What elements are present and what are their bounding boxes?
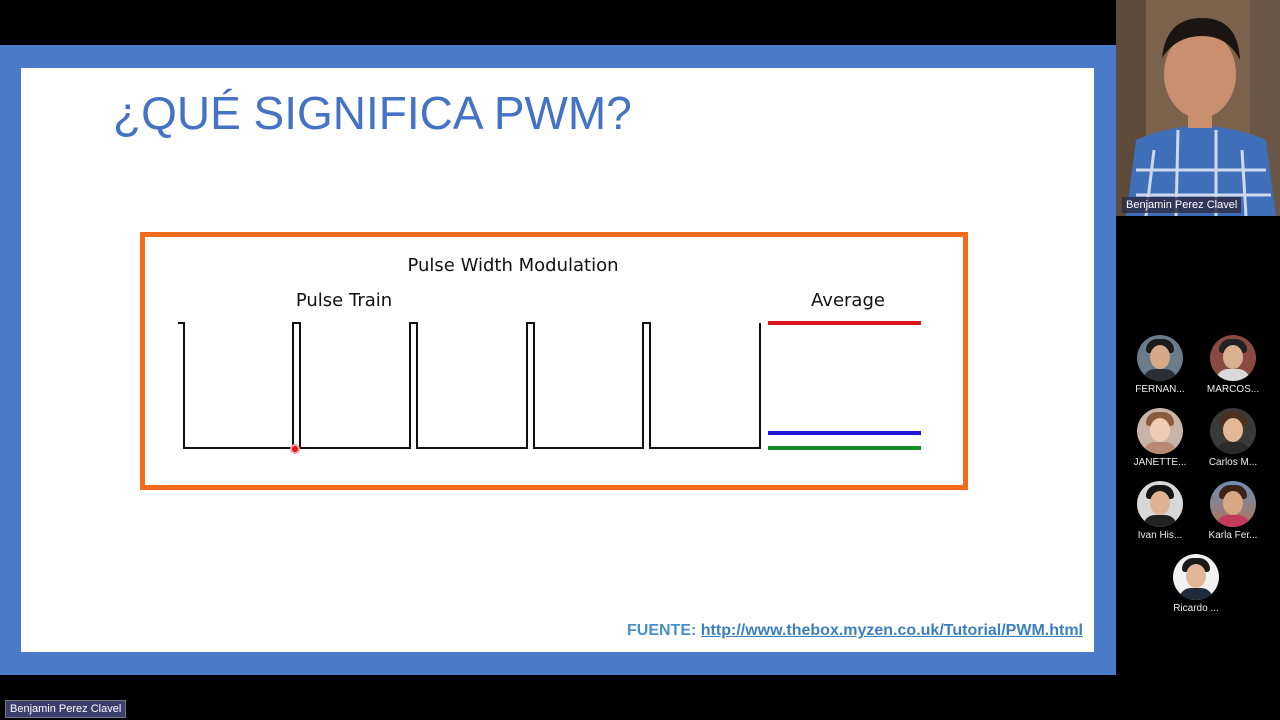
- speaker-video-tile[interactable]: Benjamin Perez Clavel: [1116, 0, 1280, 216]
- participant-name: Ivan His...: [1137, 530, 1183, 541]
- participant-name: Ricardo ...: [1173, 603, 1219, 614]
- laser-pointer-dot: [290, 444, 300, 454]
- avatar: [1210, 408, 1256, 454]
- participant-tile[interactable]: FERNAN...: [1124, 335, 1196, 395]
- participant-name: JANETTE...: [1133, 457, 1187, 468]
- participant-name: MARCOS...: [1206, 384, 1260, 395]
- speaker-video: [1116, 0, 1280, 216]
- pulse-train-waveform: [178, 322, 761, 449]
- avatar: [1137, 481, 1183, 527]
- avatar: [1137, 408, 1183, 454]
- source-label: FUENTE:: [627, 622, 697, 639]
- participant-name: Carlos M...: [1208, 457, 1258, 468]
- presentation-slide: ¿QUÉ SIGNIFICA PWM? Pulse Width Modulati…: [21, 68, 1094, 652]
- source-link[interactable]: http://www.thebox.myzen.co.uk/Tutorial/P…: [700, 622, 1083, 639]
- participant-name: Karla Fer...: [1208, 530, 1258, 541]
- active-speaker-name-tag: Benjamin Perez Clavel: [5, 700, 127, 718]
- participant-tile[interactable]: Karla Fer...: [1197, 481, 1269, 541]
- source-citation: FUENTE: http://www.thebox.myzen.co.uk/Tu…: [627, 622, 1083, 640]
- average-label: Average: [811, 290, 885, 311]
- figure-heading: Pulse Width Modulation: [407, 255, 618, 276]
- speaker-name-tag: Benjamin Perez Clavel: [1122, 197, 1242, 213]
- slide-title: ¿QUÉ SIGNIFICA PWM?: [113, 87, 632, 139]
- screen-share-frame: ¿QUÉ SIGNIFICA PWM? Pulse Width Modulati…: [0, 45, 1116, 675]
- participant-name: FERNAN...: [1135, 384, 1185, 395]
- pulse-train-label: Pulse Train: [296, 290, 392, 311]
- pwm-diagram: Pulse Width Modulation Pulse Train Avera…: [178, 255, 921, 454]
- participant-tile[interactable]: Carlos M...: [1197, 408, 1269, 468]
- avatar: [1137, 335, 1183, 381]
- participant-tile[interactable]: MARCOS...: [1197, 335, 1269, 395]
- participant-tile[interactable]: Ricardo ...: [1160, 554, 1232, 614]
- pwm-figure: Pulse Width Modulation Pulse Train Avera…: [140, 232, 968, 490]
- avatar: [1210, 335, 1256, 381]
- avatar: [1210, 481, 1256, 527]
- participant-tile[interactable]: JANETTE...: [1124, 408, 1196, 468]
- avatar: [1173, 554, 1219, 600]
- participant-tile[interactable]: Ivan His...: [1124, 481, 1196, 541]
